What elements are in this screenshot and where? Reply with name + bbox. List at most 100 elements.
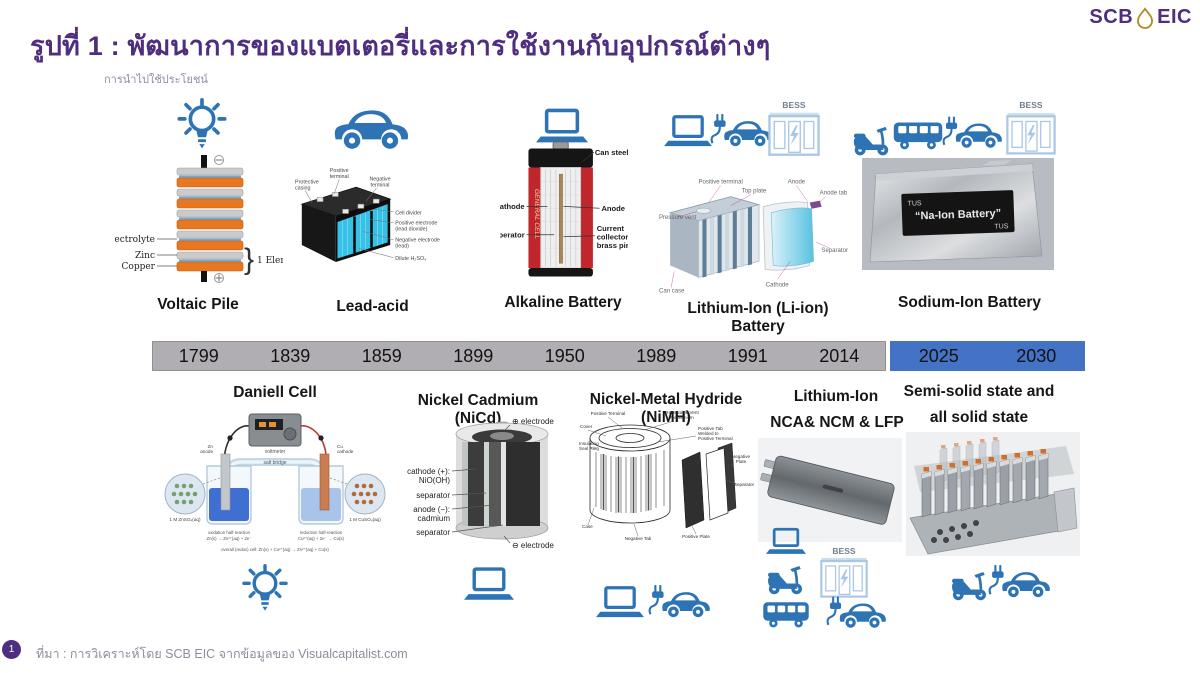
alkaline-cathode: Cathode <box>500 202 525 211</box>
voltaic-pile-diagram: Electrolyte Zinc Copper } 1 Element <box>115 155 283 283</box>
daniell-oxidation-2: Zn(s) → Zn²⁺(aq) + 2e⁻ <box>206 536 251 541</box>
nimh-seal-1: Insulating <box>579 441 599 446</box>
nimh-neg-tab: Negative Tab <box>625 536 652 541</box>
lead-acid-title: Lead-acid <box>336 298 409 315</box>
nimh-neg-plate-1: Negative <box>732 454 751 459</box>
nimh-pos-tab-2: Welded to <box>698 431 719 436</box>
timeline-year: 1859 <box>361 345 402 366</box>
nicd-cathode-2: NiO(OH) <box>419 476 450 485</box>
bess-label: BESS <box>832 546 856 556</box>
leadacid-neg-terminal-2: terminal <box>370 182 389 188</box>
car-icon <box>330 104 412 152</box>
alkaline-collector-2: collector <box>597 233 628 242</box>
element-brace: } <box>244 243 254 276</box>
bess-cabinet-icon <box>1006 111 1056 156</box>
alkaline-anode: Anode <box>601 204 625 213</box>
liion-pressure-vent: Pressure vent <box>659 215 697 221</box>
liion-anode-tab: Anode tab <box>820 191 848 197</box>
li-ion-pouch-photo <box>758 438 902 542</box>
leadacid-pos-electrode-1: Positive electrode <box>395 221 437 227</box>
naion-tus-bottom: TUS <box>994 223 1009 230</box>
ev-car-plug-icon <box>648 581 712 623</box>
nicd-separator-1: separator <box>416 491 450 500</box>
liion-cathode: Cathode <box>766 283 789 289</box>
leadacid-neg-electrode-2: (lead) <box>395 244 409 250</box>
daniell-voltmeter-label: voltmeter <box>265 449 286 455</box>
daniell-cu-2: cathode <box>337 449 354 454</box>
nicd-separator-2: separator <box>416 528 450 537</box>
daniell-cu-1: Cu <box>337 444 343 449</box>
timeline-year: 2030 <box>1016 345 1057 366</box>
timeline-year: 1799 <box>178 345 219 366</box>
bus-icon <box>758 598 814 630</box>
timeline-year: 2025 <box>918 345 959 366</box>
nimh-pos-tab-1: Positive Tab <box>698 426 723 431</box>
nicd-cathode-1: cathode (+): <box>407 467 450 476</box>
solid-state-pack-photo <box>906 432 1080 556</box>
li-ion-title: Lithium-Ion (Li-ion) Battery <box>687 300 829 335</box>
leadacid-protective-label-1: Protective <box>295 180 319 186</box>
daniell-zn-1: Zn <box>208 444 214 449</box>
nimh-vent-1: Resealable Vent <box>665 410 699 415</box>
daniell-oxidation-1: oxidation half-reaction <box>208 530 251 535</box>
daniell-zn-2: anode <box>200 449 213 454</box>
nimh-case: Case <box>582 524 593 529</box>
scb-leaf-icon <box>1137 6 1154 29</box>
timeline-year: 1950 <box>544 345 585 366</box>
nimh-cover: Cover <box>580 424 593 429</box>
timeline-divider <box>886 341 890 371</box>
nicd-anode-1: anode (−): <box>413 505 450 514</box>
leadacid-neg-electrode-1: Negative electrode <box>395 238 440 244</box>
lightbulb-icon <box>242 564 288 614</box>
bess-label: BESS <box>782 100 806 110</box>
daniell-reduction-1: reduction half-reaction <box>300 530 343 535</box>
voltaic-element-label: 1 Element <box>257 256 283 266</box>
nicd-electrode-bottom: ⊖ electrode <box>512 541 554 550</box>
daniell-reduction-2: Cu²⁺(aq) + 2e⁻ → Cu(s) <box>298 536 345 541</box>
nimh-neg-plate-2: Plate <box>736 459 747 464</box>
liion-top-plate: Top plate <box>742 189 767 195</box>
liion-anode: Anode <box>788 179 806 185</box>
leadacid-pos-electrode-2: (lead dioxide) <box>395 227 427 233</box>
daniell-overall: overall (redox) cell: Zn(s) + Cu²⁺(aq) →… <box>221 547 329 552</box>
timeline-year: 2014 <box>819 345 860 366</box>
daniell-salt-bridge-label: salt bridge <box>263 460 286 466</box>
timeline-year: 1989 <box>636 345 677 366</box>
nicd-title: Nickel Cadmium (NiCd) <box>417 392 539 427</box>
page-number: 1 <box>2 640 21 659</box>
lightbulb-icon <box>177 98 227 152</box>
bess-label: BESS <box>1019 100 1043 110</box>
timeline-year: 1899 <box>453 345 494 366</box>
ev-car-plug-icon <box>988 562 1052 602</box>
liion-separator: Separator <box>821 248 848 254</box>
laptop-icon <box>464 566 514 604</box>
scooter-icon <box>852 122 890 158</box>
daniell-title: Daniell Cell <box>233 384 317 401</box>
nimh-pos-terminal: Positive Terminal <box>591 411 626 416</box>
nicd-anode-2: cadmium <box>418 514 451 523</box>
usage-label: การนำไปใช้ประโยชน์ <box>104 74 208 86</box>
laptop-icon <box>766 527 806 557</box>
liion-pos-terminal: Positive terminal <box>698 179 742 185</box>
alkaline-battery-diagram: GENERAL CELL Can steel Cathode Anode Sep… <box>500 141 628 277</box>
alkaline-brand: GENERAL CELL <box>533 189 540 239</box>
scooter-icon <box>948 568 990 602</box>
daniell-right-solution: 1 M CuSO₄(aq) <box>349 517 381 522</box>
naion-label: “Na-Ion Battery” <box>915 207 1002 222</box>
bess-cabinet-icon <box>820 557 868 598</box>
laptop-icon <box>596 585 644 621</box>
leadacid-dilute-label: Dilute H₂SO₄ <box>395 256 426 262</box>
nicd-electrode-top: ⊕ electrode <box>512 417 554 426</box>
timeline-gray-segment: 1799 1839 1859 1899 1950 1989 1991 2014 <box>152 341 886 371</box>
alkaline-title: Alkaline Battery <box>504 294 622 311</box>
leadacid-neg-terminal-1: Negative <box>369 176 390 182</box>
alkaline-separator: Seperator <box>500 231 525 240</box>
bus-icon <box>892 116 944 154</box>
scooter-icon <box>764 562 806 596</box>
liion-can-case: Can case <box>659 289 685 295</box>
voltaic-copper-label: Copper <box>122 262 156 272</box>
nimh-pos-tab-3: Positive Terminal <box>698 436 733 441</box>
li-ion-cell-diagram: Pressure vent Positive terminal Top plat… <box>659 179 848 295</box>
leadacid-cell-divider: Cell divider <box>395 210 422 216</box>
timeline-year: 1991 <box>727 345 768 366</box>
